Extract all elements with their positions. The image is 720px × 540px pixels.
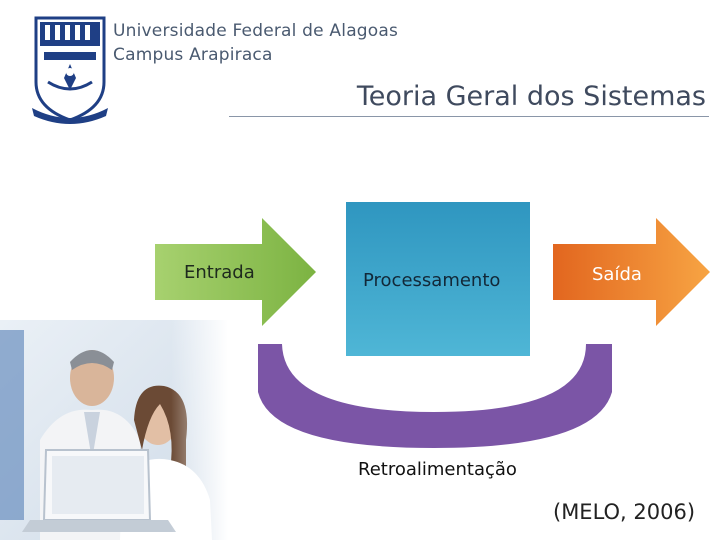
process-box [346, 202, 530, 356]
input-label: Entrada [184, 262, 255, 283]
institution-name: Universidade Federal de Alagoas [113, 21, 399, 41]
university-crest-logo [32, 16, 108, 124]
title-divider [229, 116, 709, 117]
output-arrow [553, 218, 710, 326]
process-label: Processamento [363, 270, 501, 291]
feedback-label: Retroalimentação [358, 459, 517, 480]
citation: (MELO, 2006) [553, 500, 696, 524]
campus-name: Campus Arapiraca [113, 45, 273, 65]
slide-title: Teoria Geral dos Sistemas [356, 81, 706, 112]
office-workers-photo [0, 320, 228, 540]
feedback-arc [258, 344, 612, 448]
output-label: Saída [592, 264, 642, 285]
input-arrow [155, 218, 316, 326]
